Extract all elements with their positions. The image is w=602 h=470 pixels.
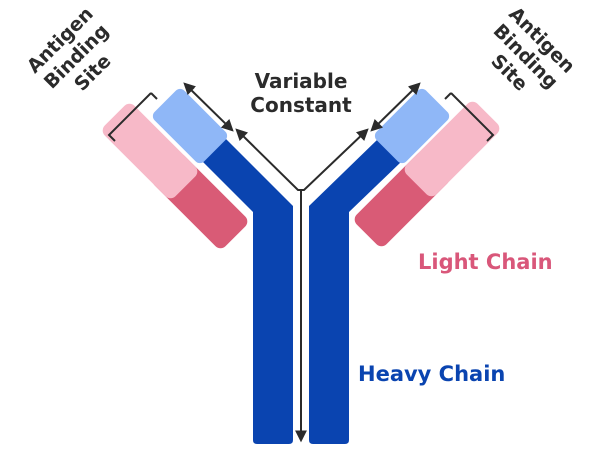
constant-label: Constant [250, 93, 352, 117]
right-light-variable-domain [404, 101, 500, 197]
left-light-chain [102, 103, 248, 249]
left-antigen-label: Antigen Binding Site [23, 3, 116, 96]
right-binding-bracket-tick [444, 92, 452, 100]
light-chain-label: Light Chain [418, 250, 553, 274]
right-light-chain [354, 101, 500, 247]
variable-label: Variable [255, 69, 348, 93]
right-heavy-constant [309, 139, 401, 444]
left-binding-bracket [107, 92, 152, 142]
right-variable-arrow [370, 82, 421, 132]
left-heavy-constant [203, 139, 293, 444]
left-binding-bracket-tick [150, 92, 158, 100]
heavy-chain-label: Heavy Chain [358, 362, 505, 386]
right-binding-bracket [450, 92, 495, 142]
arrows [183, 82, 421, 443]
left-light-variable-domain [102, 103, 198, 199]
left-heavy-chain [152, 88, 293, 444]
left-variable-arrow [183, 82, 234, 132]
brackets [107, 92, 495, 142]
right-antigen-label: Antigen Binding Site [486, 3, 579, 96]
